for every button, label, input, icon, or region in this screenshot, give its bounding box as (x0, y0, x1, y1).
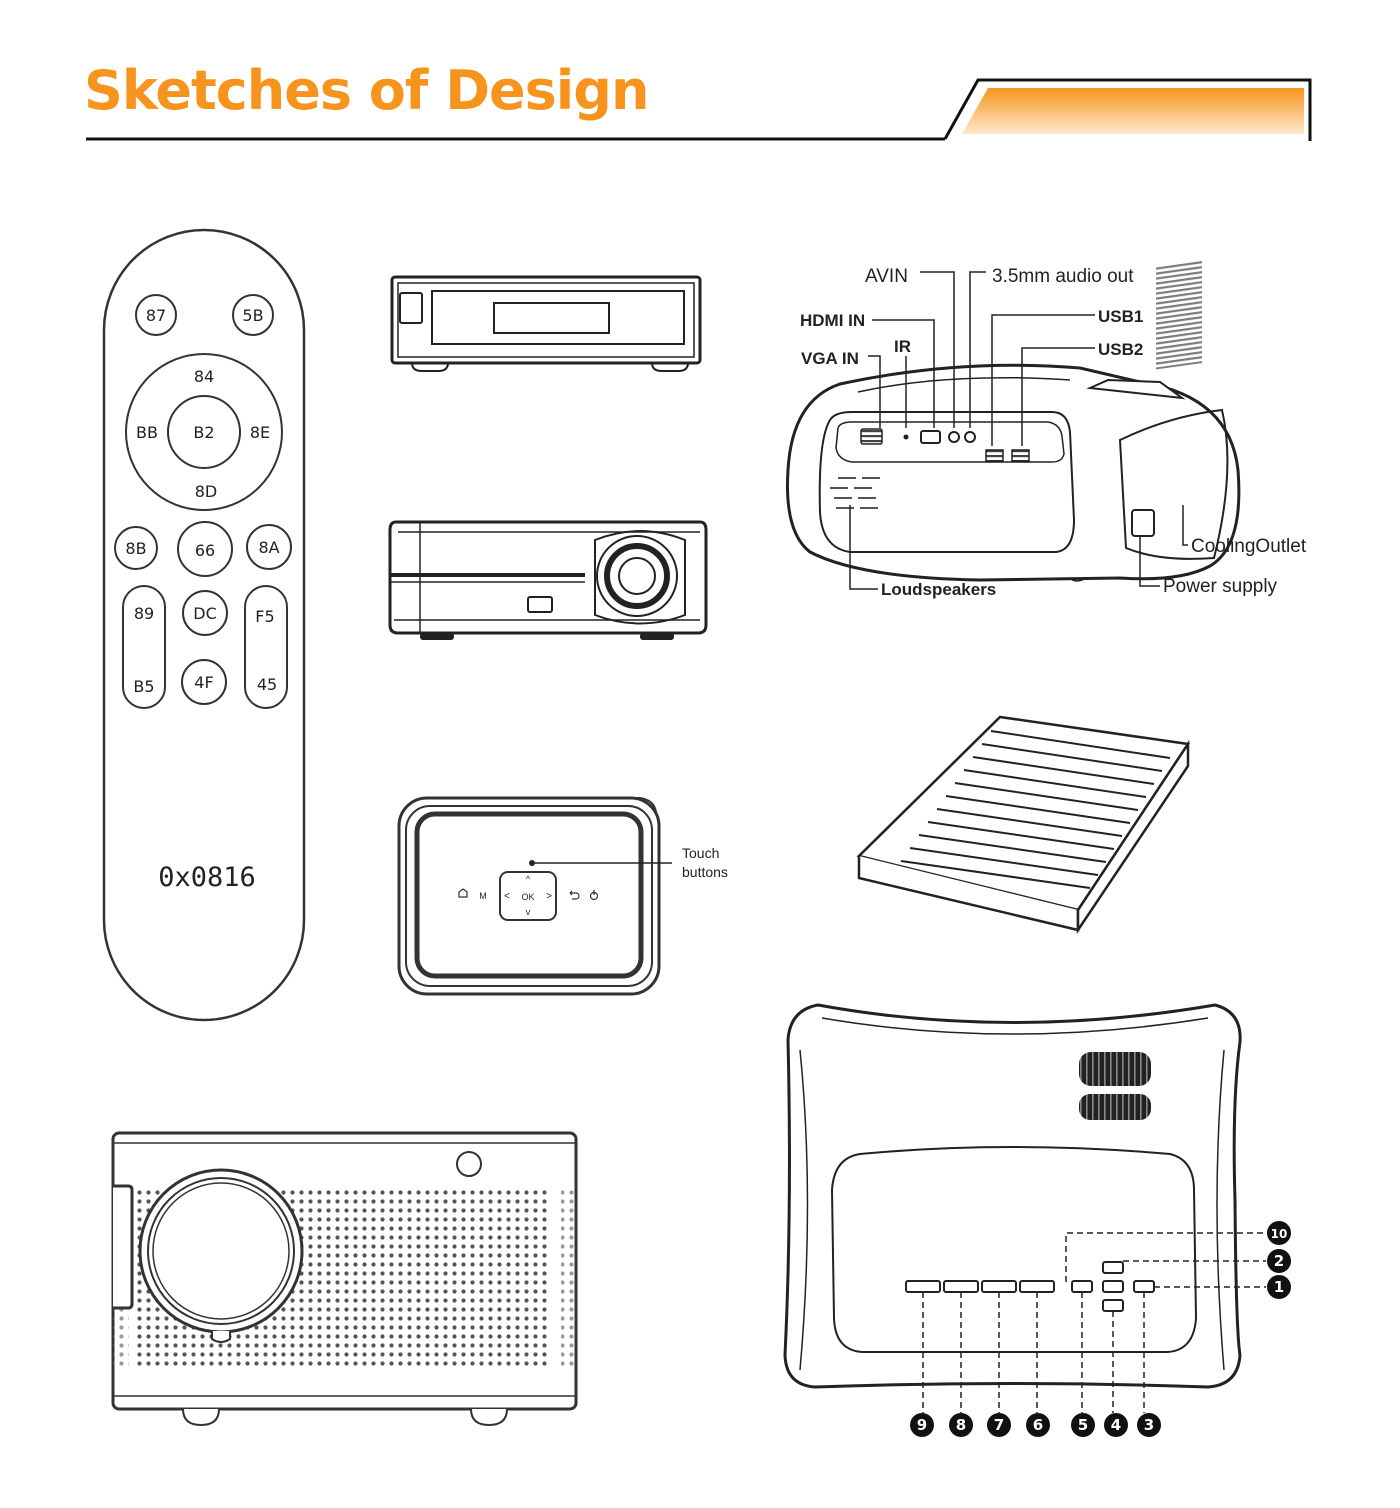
remote-button-89-label: 89 (134, 604, 154, 623)
label-audio-out: 3.5mm audio out (992, 266, 1134, 287)
page-title: Sketches of Design (84, 59, 649, 122)
remote-ok-button (167, 395, 241, 469)
callout-4-label: 4 (1111, 1416, 1121, 1434)
callout-7-label: 7 (994, 1416, 1004, 1434)
touch-ok-label: OK (521, 892, 534, 902)
remote-code: 0x0816 (158, 862, 256, 893)
callout-1 (1267, 1275, 1291, 1299)
label-loudspeakers: Loudspeakers (881, 580, 996, 599)
label-hdmi-in: HDMI IN (800, 311, 865, 330)
remote-button-8a-label: 8A (258, 538, 279, 557)
label-avin: AVIN (865, 266, 908, 287)
touch-home-icon (458, 888, 468, 898)
projector-rear-view (390, 275, 702, 372)
remote-dpad (125, 353, 283, 511)
callout-8-label: 8 (956, 1416, 966, 1434)
remote-button-5b (232, 294, 274, 336)
label-usb2: USB2 (1098, 340, 1143, 359)
remote-rocker-left (122, 585, 166, 709)
touch-buttons-label-2: buttons (682, 864, 728, 880)
touch-left-arrow: < (504, 891, 510, 902)
label-ir: IR (894, 337, 911, 356)
label-power-supply: Power supply (1163, 576, 1278, 597)
callout-2-label: 2 (1274, 1252, 1284, 1270)
remote-dpad-left-label: BB (136, 423, 158, 442)
remote-button-45-label: 45 (257, 675, 277, 694)
keystone-wheel (1079, 1094, 1151, 1120)
touch-up-arrow: ^ (526, 874, 531, 884)
touch-right-arrow: > (546, 891, 552, 902)
touch-back-icon (569, 890, 580, 900)
callout-6-label: 6 (1033, 1416, 1043, 1434)
callout-3 (1137, 1413, 1161, 1437)
callout-1-label: 1 (1274, 1278, 1284, 1296)
projector-side-view (388, 520, 708, 640)
callout-3-label: 3 (1144, 1416, 1154, 1434)
remote-button-8b-label: 8B (125, 539, 146, 558)
header-decoration (86, 78, 1312, 141)
remote-control: 87 5B 84 BB B2 8E 8D 8B 66 8A 89 B5 F5 4… (102, 228, 306, 1022)
remote-button-5b-label: 5B (242, 306, 263, 325)
touch-panel-view: OK ^ v < > M Touch buttons (397, 796, 728, 996)
projector-ports-view: AVIN 3.5mm audio out HDMI IN USB1 IR USB… (786, 259, 1307, 599)
remote-button-b5-label: B5 (133, 677, 154, 696)
touch-down-arrow: v (526, 907, 531, 917)
projector-top-view: 1 2 10 3 4 5 6 7 8 9 (783, 1003, 1291, 1437)
callout-9 (910, 1413, 934, 1437)
remote-button-4f-label: 4F (194, 673, 213, 692)
remote-button-dc (182, 590, 228, 636)
callout-7 (987, 1413, 1011, 1437)
remote-button-f5-label: F5 (255, 607, 274, 626)
label-usb1: USB1 (1098, 307, 1143, 326)
focus-wheel (1079, 1052, 1151, 1086)
remote-button-4f (181, 659, 227, 705)
callout-6 (1026, 1413, 1050, 1437)
remote-dpad-up-label: 84 (194, 367, 214, 386)
remote-button-8b (114, 526, 158, 570)
projector-front-view (111, 1131, 578, 1427)
remote-dpad-right-label: 8E (250, 423, 270, 442)
callout-8 (949, 1413, 973, 1437)
callout-2 (1267, 1249, 1291, 1273)
remote-button-87-label: 87 (146, 306, 166, 325)
remote-button-dc-label: DC (193, 604, 217, 623)
remote-dpad-down-label: 8D (195, 482, 218, 501)
label-vga-in: VGA IN (801, 349, 859, 368)
callout-4 (1104, 1413, 1128, 1437)
remote-ok-label: B2 (193, 423, 214, 442)
callout-10 (1267, 1221, 1291, 1245)
remote-button-66 (177, 521, 233, 577)
callout-5 (1071, 1413, 1095, 1437)
filter-grille (856, 715, 1191, 935)
label-cooling-outlet: CoolingOutlet (1191, 536, 1307, 557)
touch-buttons-label-1: Touch (682, 845, 719, 861)
callout-5-label: 5 (1078, 1416, 1088, 1434)
remote-button-8a (246, 524, 292, 570)
remote-rocker-right (244, 585, 288, 709)
remote-button-66-label: 66 (195, 541, 215, 560)
touch-menu-label: M (479, 891, 487, 901)
callout-9-label: 9 (917, 1416, 927, 1434)
callout-10-label: 10 (1271, 1227, 1288, 1241)
remote-button-87 (135, 294, 177, 336)
